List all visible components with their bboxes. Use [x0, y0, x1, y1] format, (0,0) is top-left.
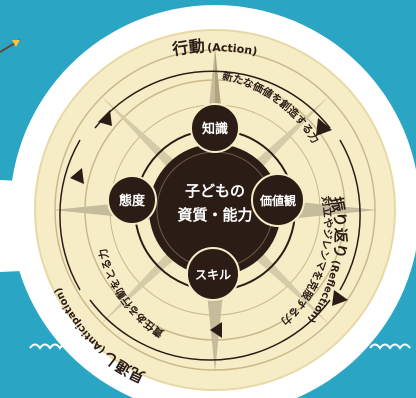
node-skills-label: スキル: [195, 268, 231, 282]
node-attitude: 態度: [107, 175, 157, 225]
arc-create: [94, 70, 331, 129]
wave-right: [369, 343, 411, 350]
arrow-head-left: [70, 168, 84, 184]
arrow-head-bottom: [210, 322, 222, 338]
arrow-head-reflection: [332, 290, 348, 306]
node-knowledge-label: 知識: [202, 121, 228, 137]
arrow-top-left-head: [12, 40, 20, 47]
node-skills: スキル: [186, 247, 240, 301]
node-values: 価値観: [251, 173, 305, 227]
node-knowledge: 知識: [190, 103, 240, 153]
node-values-label: 価値観: [259, 193, 296, 208]
arc-left: [59, 139, 81, 291]
arrow-head-create: [316, 118, 332, 136]
label-action: 行動(Action): [170, 36, 258, 59]
arc-bottom: [89, 299, 331, 361]
center-line1: 子どもの: [185, 182, 245, 200]
center-line2: 資質・能力: [177, 206, 252, 224]
node-attitude-label: 態度: [119, 193, 146, 209]
arc-reconcile: [339, 139, 361, 291]
